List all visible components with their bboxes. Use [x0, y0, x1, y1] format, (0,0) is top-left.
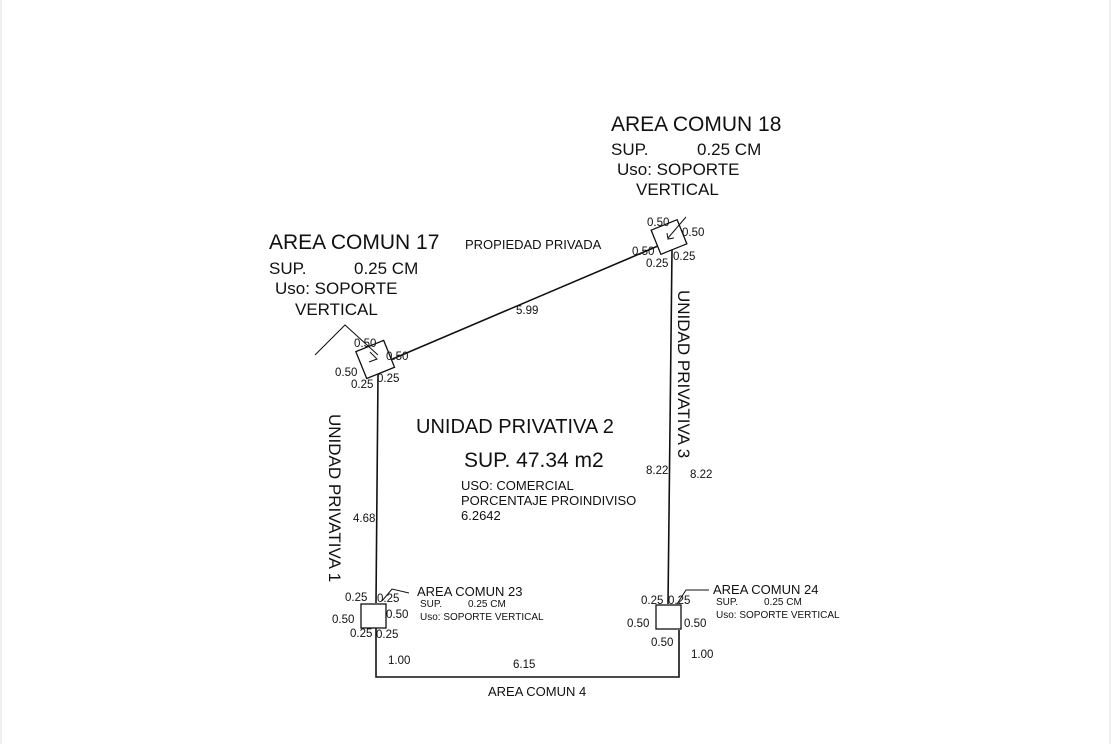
- leader-area-comun-24: [676, 589, 709, 605]
- dim-col17-bottom-b: 0.25: [377, 373, 399, 385]
- dim-col24-top-a: 0.25: [641, 595, 663, 607]
- area-comun-18-title: AREA COMUN 18: [611, 113, 781, 136]
- dim-col18-right: 0.50: [682, 227, 704, 239]
- dim-col23-bottom-b: 0.25: [376, 629, 398, 641]
- area-comun-17-sup-value: 0.25 CM: [354, 259, 418, 278]
- area-comun-24-title: AREA COMUN 24: [713, 582, 818, 597]
- arrow-head-18: [666, 232, 675, 240]
- wall-left: [375, 374, 379, 604]
- column-box-23: [360, 603, 387, 629]
- dim-col18-bottom-a: 0.25: [646, 258, 668, 270]
- dim-col18-bottom-b: 0.25: [673, 251, 695, 263]
- propiedad-privada-label: PROPIEDAD PRIVADA: [465, 237, 602, 252]
- dim-col17-right: 0.50: [386, 351, 408, 363]
- area-comun-17-sup-label: SUP.: [269, 259, 307, 278]
- area-comun-24-sup-label: SUP.: [716, 597, 738, 608]
- dim-col24-bottom: 0.50: [651, 637, 673, 649]
- dim-col24-left: 0.50: [627, 618, 649, 630]
- unit-porcentaje-label: PORCENTAJE PROINDIVISO: [461, 493, 636, 508]
- area-comun-18-sup-value: 0.25 CM: [697, 140, 761, 159]
- area-comun-23-uso: Uso: SOPORTE VERTICAL: [420, 612, 544, 623]
- column-box-24: [655, 604, 682, 630]
- area-comun-18-sup-label: SUP.: [611, 140, 649, 159]
- neighbor-left-label: UNIDAD PRIVATIVA 1: [325, 414, 344, 582]
- wall-bottom: [375, 628, 680, 678]
- area-comun-23-title: AREA COMUN 23: [417, 584, 522, 599]
- area-comun-23-sup-value: 0.25 CM: [468, 599, 506, 610]
- dim-top-edge: 5.99: [516, 305, 538, 317]
- dim-bottom-edge: 6.15: [513, 659, 535, 671]
- area-comun-24-sup-value: 0.25 CM: [764, 597, 802, 608]
- neighbor-right-label: UNIDAD PRIVATIVA 3: [674, 290, 693, 458]
- arrow-head-17: [368, 351, 378, 363]
- dim-col23-top-b: 0.25: [377, 593, 399, 605]
- leader-area-comun-18: [667, 216, 687, 239]
- dim-col24-right: 0.50: [684, 618, 706, 630]
- dim-col17-left: 0.50: [335, 367, 357, 379]
- wall-right: [667, 249, 673, 605]
- area-comun-18-uso: Uso: SOPORTE: [617, 160, 740, 179]
- dim-col18-top: 0.50: [647, 217, 669, 229]
- area-comun-17-uso-2: VERTICAL: [295, 300, 378, 319]
- dim-col23-top-a: 0.25: [345, 592, 367, 604]
- unit-porcentaje-value: 6.2642: [461, 508, 501, 523]
- dim-right-edge-inner: 8.22: [646, 465, 668, 477]
- dim-col23-left: 0.50: [332, 614, 354, 626]
- wall-top: [375, 239, 673, 367]
- dim-col24-top-b: 0.25: [668, 595, 690, 607]
- area-comun-18-uso-2: VERTICAL: [636, 180, 719, 199]
- unit-uso: USO: COMERCIAL: [461, 478, 574, 493]
- dim-col23-right: 0.50: [386, 609, 408, 621]
- leader-area-comun-23: [381, 588, 410, 602]
- dim-bottom-right-offset: 1.00: [691, 649, 713, 661]
- dim-col17-top: 0.50: [354, 338, 376, 350]
- unit-sup: SUP. 47.34 m2: [464, 449, 604, 472]
- unit-title: UNIDAD PRIVATIVA 2: [416, 416, 614, 438]
- dim-right-edge-outer: 8.22: [690, 469, 712, 481]
- area-comun-23-sup-label: SUP.: [420, 599, 442, 610]
- dim-col17-bottom-a: 0.25: [351, 379, 373, 391]
- leader-area-comun-17: [314, 324, 379, 356]
- dim-left-edge: 4.68: [353, 513, 375, 525]
- dim-bottom-left-offset: 1.00: [388, 655, 410, 667]
- area-comun-17-title: AREA COMUN 17: [269, 231, 439, 254]
- area-comun-24-uso: Uso: SOPORTE VERTICAL: [716, 610, 840, 621]
- area-comun-17-uso: Uso: SOPORTE: [275, 279, 398, 298]
- neighbor-bottom-label: AREA COMUN 4: [488, 684, 586, 699]
- dim-col18-left: 0.50: [632, 246, 654, 258]
- dim-col23-bottom-a: 0.25: [350, 628, 372, 640]
